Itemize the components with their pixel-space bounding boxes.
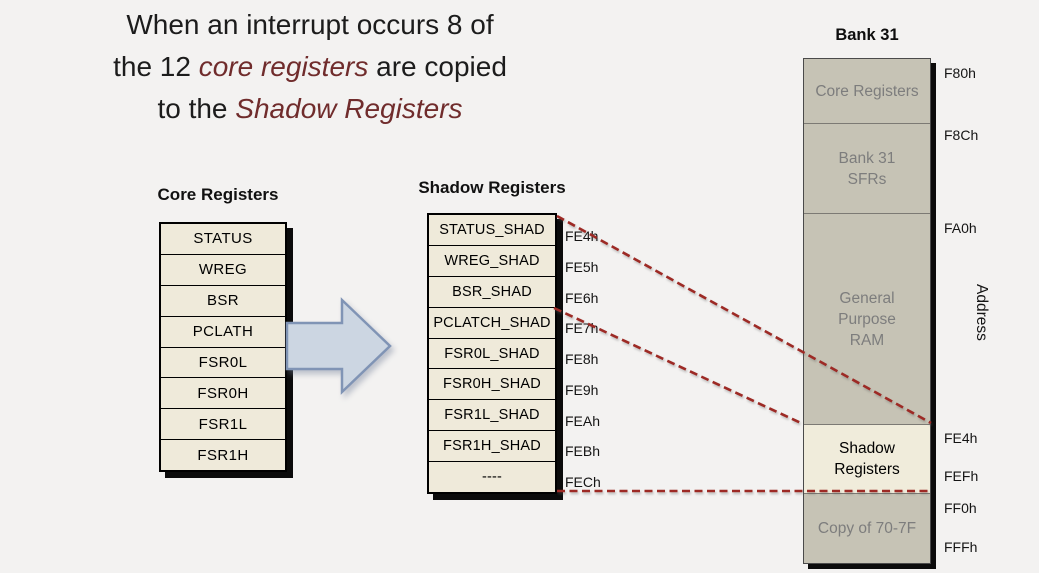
shadow-register-cell: WREG_SHAD bbox=[429, 244, 555, 276]
shadow-register-cell: FSR0H_SHAD bbox=[429, 368, 555, 399]
shadow-address-label: FE5h bbox=[565, 259, 599, 275]
bank31-address-label: FE4h bbox=[944, 430, 978, 446]
title-text: to the bbox=[157, 93, 236, 124]
bank31-address-label: FF0h bbox=[944, 500, 977, 516]
core-register-cell: WREG bbox=[161, 253, 285, 285]
right-arrow-icon bbox=[285, 297, 392, 395]
shadow-address-label: FEBh bbox=[565, 443, 601, 459]
core-register-cell: BSR bbox=[161, 284, 285, 316]
shadow-registers-table: STATUS_SHAD WREG_SHAD BSR_SHAD PCLATCH_S… bbox=[427, 213, 557, 494]
shadow-address-label: FE9h bbox=[565, 382, 599, 398]
title-emphasis-shadow-registers: Shadow Registers bbox=[235, 93, 463, 124]
shadow-address-label: FE4h bbox=[565, 228, 599, 244]
core-registers-heading: Core Registers bbox=[157, 185, 279, 204]
title-emphasis-core-registers: core registers bbox=[198, 51, 369, 82]
shadow-register-cell: FSR1L_SHAD bbox=[429, 399, 555, 430]
core-register-cell: FSR0L bbox=[161, 346, 285, 378]
bank31-section-sfrs: Bank 31 SFRs bbox=[804, 123, 930, 213]
core-registers-table: STATUS WREG BSR PCLATH FSR0L FSR0H FSR1L… bbox=[159, 222, 287, 472]
core-register-cell: FSR0H bbox=[161, 377, 285, 408]
shadow-register-cell: PCLATCH_SHAD bbox=[429, 306, 555, 338]
bank31-heading: Bank 31 bbox=[835, 26, 899, 44]
shadow-register-cell: ---- bbox=[429, 461, 555, 492]
bank31-address-label: FA0h bbox=[944, 220, 977, 236]
shadow-address-label: FECh bbox=[565, 474, 601, 490]
title-text: When an interrupt occurs 8 of bbox=[126, 9, 494, 40]
shadow-register-cell: FSR1H_SHAD bbox=[429, 430, 555, 461]
title-line-3: to the Shadow Registers bbox=[85, 88, 535, 130]
shadow-address-label: FE8h bbox=[565, 351, 599, 367]
core-register-cell: STATUS bbox=[193, 230, 253, 248]
bank31-section-shadow-registers: Shadow Registers bbox=[804, 424, 930, 493]
slide-title: When an interrupt occurs 8 of the 12 cor… bbox=[85, 4, 535, 130]
shadow-address-label: FE7h bbox=[565, 320, 599, 336]
title-line-1: When an interrupt occurs 8 of bbox=[85, 4, 535, 46]
shadow-address-label: FEAh bbox=[565, 413, 601, 429]
bank31-section-core-registers: Core Registers bbox=[804, 59, 930, 123]
copy-arrow bbox=[284, 296, 396, 398]
bank31-address-label: F8Ch bbox=[944, 127, 979, 143]
shadow-address-label: FE6h bbox=[565, 290, 599, 306]
core-register-cell: FSR1L bbox=[161, 408, 285, 439]
title-text: are copied bbox=[368, 51, 507, 82]
bank31-address-label: F80h bbox=[944, 65, 976, 81]
address-axis-label: Address bbox=[973, 284, 990, 341]
core-register-cell: FSR1H bbox=[161, 439, 285, 470]
bank31-section-gp-ram: General Purpose RAM bbox=[804, 213, 930, 424]
bank31-address-label: FEFh bbox=[944, 468, 979, 484]
title-line-2: the 12 core registers are copied bbox=[85, 46, 535, 88]
shadow-registers-heading: Shadow Registers bbox=[418, 178, 566, 197]
shadow-register-cell: FSR0L_SHAD bbox=[429, 337, 555, 369]
core-register-cell: PCLATH bbox=[161, 315, 285, 347]
bank31-section-copy-70-7f: Copy of 70-7F bbox=[804, 493, 930, 563]
shadow-register-cell: STATUS_SHAD bbox=[439, 221, 545, 238]
bank31-address-label: FFFh bbox=[944, 539, 978, 555]
bank31-memory-map: Core Registers Bank 31 SFRs General Purp… bbox=[803, 58, 931, 564]
shadow-register-cell: BSR_SHAD bbox=[429, 275, 555, 307]
title-text: the 12 bbox=[113, 51, 199, 82]
